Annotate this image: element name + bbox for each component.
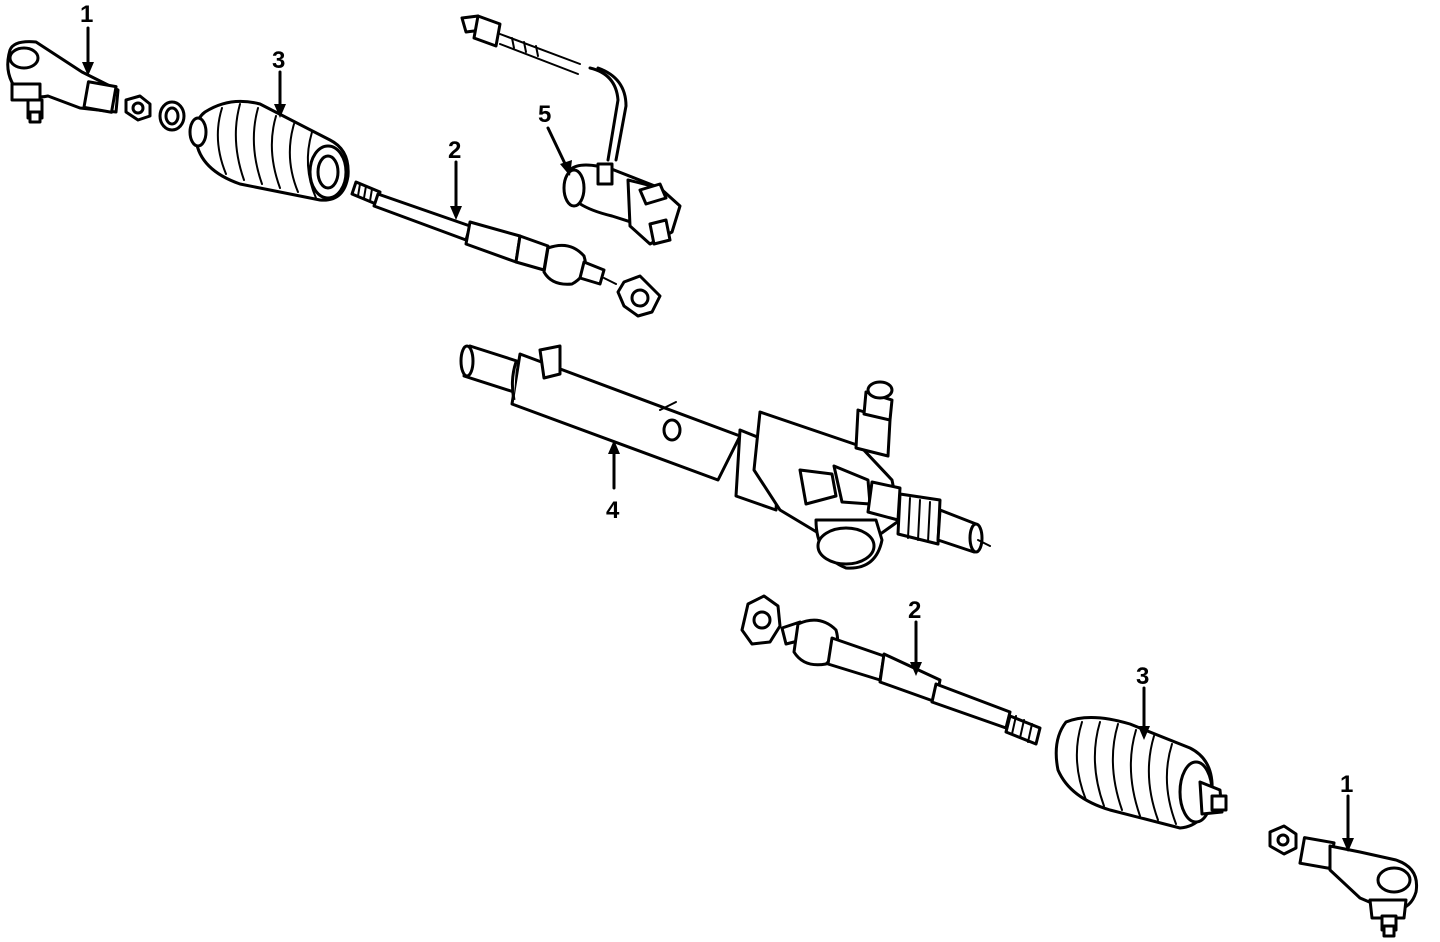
tie-rod-end-right <box>1298 836 1419 938</box>
leader-lines <box>82 26 1354 852</box>
nut-right <box>1268 824 1298 856</box>
rack-and-pinion-gear <box>459 344 991 570</box>
label-boot-left: 3 <box>272 47 285 74</box>
inner-tie-rod-upper <box>350 180 617 286</box>
label-inner-tie-rod-lower: 2 <box>908 597 921 624</box>
sensor <box>460 14 682 246</box>
tie-rod-end-left <box>6 40 120 124</box>
label-rack-and-pinion-gear: 4 <box>606 497 620 524</box>
boot-left <box>188 99 350 202</box>
inner-tie-rod-lower <box>780 618 1042 746</box>
lock-plate-lower <box>740 594 782 646</box>
boot-right <box>1054 715 1228 830</box>
lock-plate-upper <box>616 274 662 318</box>
label-boot-right: 3 <box>1136 663 1149 690</box>
nut-left <box>124 94 186 132</box>
label-sensor: 5 <box>538 101 551 128</box>
label-tie-rod-end-right: 1 <box>1340 771 1353 798</box>
label-tie-rod-end-left: 1 <box>80 1 93 28</box>
label-inner-tie-rod-upper: 2 <box>448 137 461 164</box>
